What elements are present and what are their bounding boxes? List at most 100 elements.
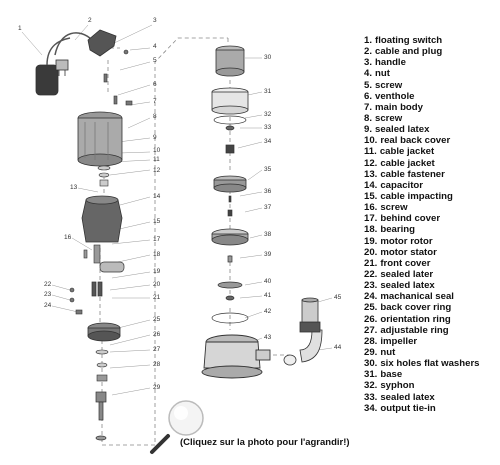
legend-label: machanical seal <box>380 291 454 303</box>
legend-number: 30. <box>364 358 378 370</box>
label-1: 1 <box>18 25 22 32</box>
legend-label: base <box>380 369 403 381</box>
legend-number: 33. <box>364 391 378 403</box>
legend-item: 6.venthole <box>364 91 500 102</box>
label-36: 36 <box>264 188 272 195</box>
label-3: 3 <box>153 17 157 24</box>
legend-number: 16. <box>364 202 378 214</box>
legend-number: 23. <box>364 280 378 292</box>
legend-label: impeller <box>380 335 418 347</box>
part-stator-housing <box>81 195 123 243</box>
label-4: 4 <box>153 43 157 50</box>
legend-number: 34. <box>364 402 378 414</box>
part-cable-plug <box>54 32 93 76</box>
part-small-fasteners <box>103 49 133 106</box>
label-14: 14 <box>153 193 161 200</box>
label-28: 28 <box>153 361 161 368</box>
part-back-cover-ring <box>87 322 121 342</box>
label-19: 19 <box>153 268 161 275</box>
part-nut-shaft <box>95 391 107 441</box>
legend-item: 12.cable jacket <box>364 158 500 169</box>
legend-item: 9.sealed latex <box>364 124 500 135</box>
legend-item: 5.screw <box>364 80 500 91</box>
legend-number: 6. <box>364 90 373 102</box>
label-38: 38 <box>264 231 272 238</box>
label-29: 29 <box>153 384 161 391</box>
legend-label: cable impacting <box>380 190 453 202</box>
label-20: 20 <box>153 281 161 288</box>
legend-item: 25.back cover ring <box>364 302 500 313</box>
legend-label: output tie-in <box>380 402 436 414</box>
legend-number: 22. <box>364 268 378 280</box>
legend-number: 21. <box>364 257 378 269</box>
legend-label: sealed latex <box>375 124 430 136</box>
label-8: 8 <box>153 113 157 120</box>
legend-label: handle <box>375 57 406 69</box>
legend-label: capacitor <box>380 179 424 191</box>
part-main-body <box>77 111 123 167</box>
part-cylinder <box>211 87 249 115</box>
part-small-seals <box>69 287 83 315</box>
legend-number: 31. <box>364 369 378 381</box>
legend-item: 8.screw <box>364 113 500 124</box>
legend-label: screw <box>380 202 408 214</box>
assembly-lines <box>99 37 290 446</box>
legend-item: 4.nut <box>364 68 500 79</box>
legend-number: 18. <box>364 224 378 236</box>
legend-item: 23.sealed latex <box>364 280 500 291</box>
label-24: 24 <box>44 302 52 309</box>
legend-number: 12. <box>364 157 378 169</box>
label-39: 39 <box>264 251 272 258</box>
label-40: 40 <box>264 278 272 285</box>
legend-item: 18.bearing <box>364 224 500 235</box>
part-right-small <box>227 195 233 217</box>
legend-label: cable fastener <box>380 168 445 180</box>
legend-item: 24.machanical seal <box>364 291 500 302</box>
legend-label: floating switch <box>375 35 443 46</box>
legend-label: screw <box>375 79 403 91</box>
legend-label: behind cover <box>380 213 441 225</box>
legend-item: 14.capacitor <box>364 180 500 191</box>
legend-number: 7. <box>364 101 373 113</box>
legend-item: 11.cable jacket <box>364 146 500 157</box>
legend-item: 30.six holes flat washers <box>364 358 500 369</box>
legend-label: front cover <box>380 257 431 269</box>
label-35: 35 <box>264 166 272 173</box>
part-latex-rings <box>97 165 111 187</box>
legend-label: real back cover <box>380 135 451 147</box>
magnifier-icon[interactable] <box>148 398 206 456</box>
part-base <box>201 334 271 379</box>
legend-label: sealed later <box>380 268 434 280</box>
label-31: 31 <box>264 88 272 95</box>
part-rotor <box>91 261 125 297</box>
enlarge-caption[interactable]: (Cliquez sur la photo pour l'agrandir!) <box>180 437 350 448</box>
legend-number: 3. <box>364 57 373 69</box>
part-right-rings <box>213 115 247 154</box>
label-32: 32 <box>264 111 272 118</box>
part-top-cap <box>215 45 245 77</box>
part-rings-impeller <box>95 349 109 382</box>
legend-number: 27. <box>364 324 378 336</box>
label-13: 13 <box>70 184 78 191</box>
legend-item: 2.cable and plug <box>364 46 500 57</box>
legend-item: 17.behind cover <box>364 213 500 224</box>
legend-number: 26. <box>364 313 378 325</box>
part-right-cover <box>213 175 247 193</box>
legend-number: 32. <box>364 380 378 392</box>
legend-item: 34.output tie-in <box>364 403 500 414</box>
legend-number: 8. <box>364 112 373 124</box>
label-12: 12 <box>153 167 161 174</box>
legend-item: 3.handle <box>364 57 500 68</box>
legend-label: motor rotor <box>380 235 433 247</box>
part-floating-switch <box>35 37 71 96</box>
label-41: 41 <box>264 292 272 299</box>
label-2: 2 <box>88 17 92 24</box>
label-34: 34 <box>264 138 272 145</box>
legend-number: 24. <box>364 291 378 303</box>
legend-label: orientation ring <box>380 313 451 325</box>
legend-label: motor stator <box>380 246 437 258</box>
label-5: 5 <box>153 57 157 64</box>
legend-label: syphon <box>380 380 415 392</box>
legend-item: 31.base <box>364 369 500 380</box>
